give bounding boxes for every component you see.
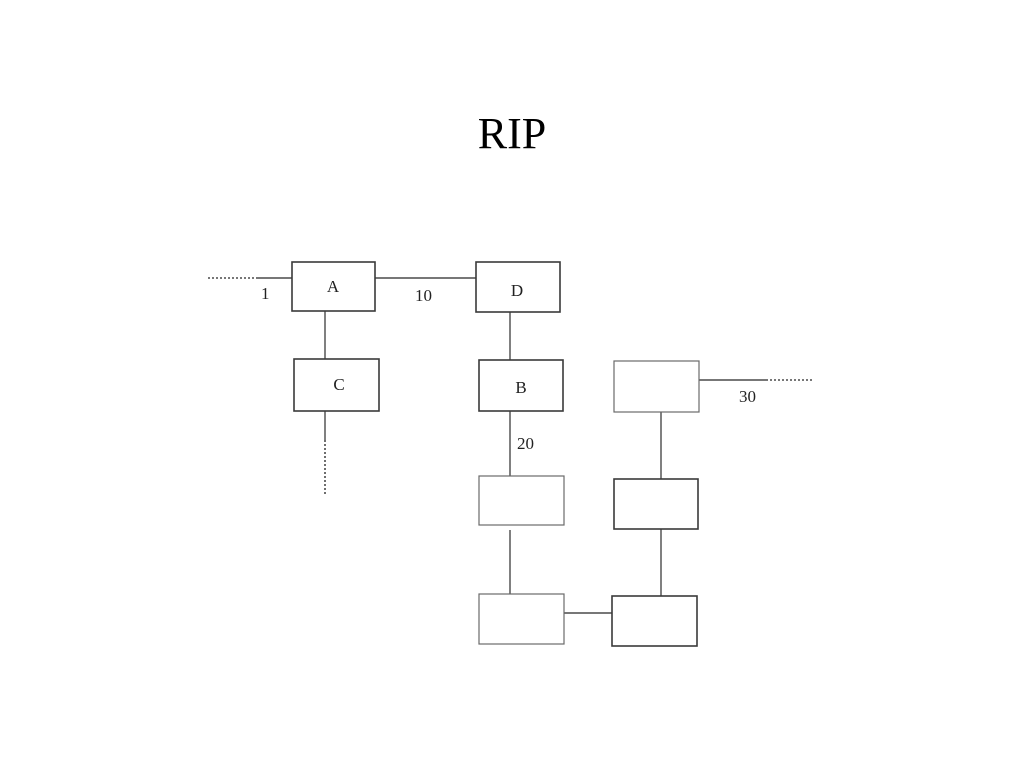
node-a: A — [291, 261, 376, 312]
node-unlabeled-right-middle — [613, 478, 699, 530]
node-b-label: B — [515, 378, 526, 397]
node-unlabeled-bottom-left — [478, 593, 565, 645]
node-d: D — [475, 261, 561, 313]
cost-label-1: 1 — [261, 284, 270, 303]
node-unlabeled-bottom-right — [611, 595, 698, 647]
cost-label-30: 30 — [739, 387, 756, 406]
slide-title: RIP — [477, 109, 547, 158]
cost-label-20: 20 — [517, 434, 534, 453]
node-d-label: D — [511, 281, 523, 300]
node-b: B — [478, 359, 564, 412]
node-c-label: C — [333, 375, 344, 394]
cost-label-10: 10 — [415, 286, 432, 305]
node-c: C — [293, 358, 380, 412]
node-a-label: A — [327, 277, 340, 296]
node-unlabeled-center — [478, 475, 565, 526]
node-unlabeled-right-top — [613, 360, 700, 413]
